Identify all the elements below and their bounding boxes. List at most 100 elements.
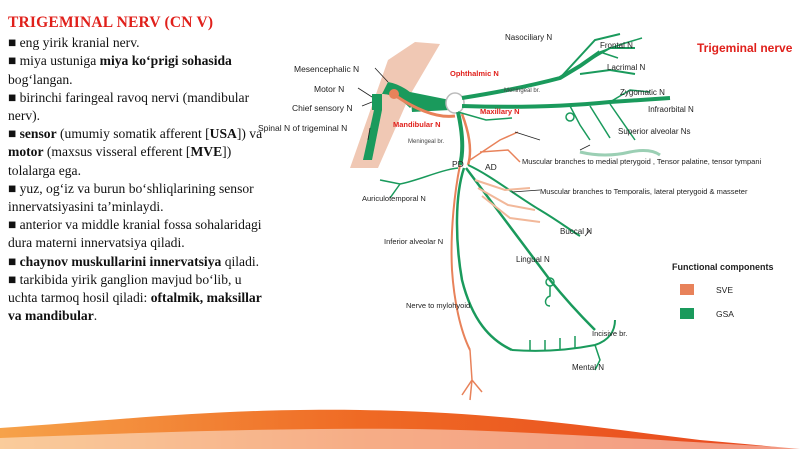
bullet-text-run: ]) tolalarga ega. [8,144,232,178]
medial-pterygoid-branches [469,131,521,163]
temporalis-masseter-branches [474,179,541,223]
maxillary-branch [461,96,671,109]
zygomatic-line [609,89,651,103]
bullet-item: ■ birinchi faringeal ravoq nervi (mandib… [8,89,270,125]
legend-title: Functional components [672,262,774,272]
lower-teeth-branches [529,336,576,351]
label-maxillary: Maxillary N [480,107,520,116]
label-ad: AD [485,162,497,172]
bullet-text-run: ]) va [236,126,263,142]
bullet-text-run: sensor [19,126,57,142]
frontal-nerve-line [559,33,621,79]
label-infraorbital: Infraorbital N [648,105,694,114]
bullet-text-run: ■ eng yirik kranial nerv. [8,35,140,51]
label-mandibular: Mandibular N [393,120,441,129]
bullet-text-run: miya ko‘prigi sohasida [99,53,232,69]
label-incisive: Incisive br. [592,329,627,338]
bullet-text-run: (umumiy somatik afferent [ [56,126,210,142]
bullet-item: ■ eng yirik kranial nerv. [8,34,270,52]
upper-dental-plexus [579,149,661,157]
bullet-text-run: ■ yuz, og‘iz va burun bo‘shliqlarining s… [8,180,254,215]
bullet-item: ■ anterior va middle kranial fossa sohal… [8,216,270,252]
bullet-text-run: MVE [190,144,223,160]
label-mylohyoid: Nerve to mylohyoid [406,301,470,310]
sensory-root [410,92,450,112]
trigeminal-ganglion [445,92,465,114]
bullet-text-run: . [93,308,98,324]
pterygopalatine-ganglion [565,112,575,122]
legend-label-sve: SVE [716,285,733,295]
mandibular-trunk [456,111,465,166]
bullet-text-run: motor [8,144,44,160]
meningeal-branch-line [457,111,513,121]
bullet-text-run: USA [209,126,237,142]
label-pd: PD [452,159,464,169]
ophthalmic-twigs [599,37,643,59]
bullet-text-run: ■ birinchi faringeal ravoq nervi (mandib… [8,89,250,124]
label-lingual: Lingual N [516,255,550,264]
bullet-text-run: ■ anterior va middle kranial fossa sohal… [8,217,262,251]
label-buccal: Buccal N [560,227,592,236]
bullet-text-run: ■ tarkibida yirik ganglion mavjud bo‘lib… [8,271,242,306]
pointer-lines-left [357,67,389,141]
posterior-division-motor [450,164,471,351]
mandibular-motor-trunk [460,113,472,166]
auriculotemporal-line [379,167,459,199]
bullet-list: ■ eng yirik kranial nerv.■ miya ustuniga… [8,34,270,325]
slide-title: TRIGEMINAL NERV (CN V) [8,14,214,31]
bullet-text-run: (maxsus visseral efferent [ [43,144,191,160]
label-lacrimal: Lacrimal N [607,63,645,72]
mesencephalic-nucleus [382,82,418,108]
label-meningeal-br-upper: Meningeal br. [504,88,540,94]
bullet-item: ■ sensor (umumiy somatik afferent [USA])… [8,125,270,180]
lacrimal-nerve-line [579,68,636,75]
buccal-line [467,164,581,237]
chief-sensory-nucleus [372,94,382,110]
label-nasociliary: Nasociliary N [505,33,552,42]
label-mesencephalic: Mesencephalic N [294,64,359,74]
legend-label-gsa: GSA [716,309,734,319]
bullet-text-run: chaynov muskullarini innervatsiya [19,253,222,269]
legend-swatch-gsa [680,308,694,319]
label-motor: Motor N [314,84,344,94]
mylohyoid-nerve-line [461,349,483,401]
bullet-item: ■ yuz, og‘iz va burun bo‘shliqlarining s… [8,180,270,216]
label-superior-alveolar: Superior alveolar Ns [618,127,690,136]
label-mental: Mental N [572,363,604,372]
bullet-item: ■ tarkibida yirik ganglion mavjud bo‘lib… [8,271,270,326]
label-meningeal-br-lower: Meningeal br. [408,139,444,145]
incisive-branch-line [511,319,616,352]
footer-decoration [0,409,800,449]
label-auriculotemporal: Auriculotemporal N [362,194,426,203]
submandibular-gland-line [544,286,551,307]
label-muscular-medial: Muscular branches to medial pterygoid , … [522,157,761,166]
superior-alveolar-lines [569,103,636,141]
lingual-line [465,167,596,331]
spinal-nucleus [363,110,382,160]
label-chief-sensory: Chief sensory N [292,103,352,113]
mental-nerve-line [594,344,601,371]
label-inferior-alveolar: Inferior alveolar N [384,237,443,246]
trigeminal-nerve-diagram: Trigeminal nerve Mesencephalic N Motor N… [258,33,793,401]
legend-swatch-sve [680,284,694,295]
bullet-text-run: bog‘langan. [8,71,73,87]
bullet-text-run: qiladi. [221,253,260,269]
bullet-text-run: ■ [8,126,20,142]
motor-root [395,94,456,118]
label-ophthalmic: Ophthalmic N [450,69,499,78]
bullet-item: ■ chaynov muskullarini innervatsiya qila… [8,253,270,271]
legend: Functional components SVE GSA [672,262,774,319]
label-spinal: Spinal N of trigeminal N [258,123,347,133]
bullet-text-run: ■ [8,253,20,269]
pointer-lines-right [511,131,591,237]
bullet-item: ■ miya ustuniga miya ko‘prigi sohasida b… [8,52,270,88]
label-frontal: Frontal N [600,41,633,50]
label-zygomatic: Zygomatic N [620,88,665,97]
label-muscular-temporalis: Muscular branches to Temporalis, lateral… [540,187,748,196]
bullet-text-run: oftalmik, maksillar va mandibular [8,290,262,324]
diagram-title: Trigeminal nerve [697,41,793,55]
bullet-text-run: ■ miya ustuniga [8,53,100,69]
inferior-alveolar-line [455,167,513,352]
text-panel: TRIGEMINAL NERV (CN V) ■ eng yirik krani… [8,14,270,325]
ophthalmic-branch [461,50,602,100]
